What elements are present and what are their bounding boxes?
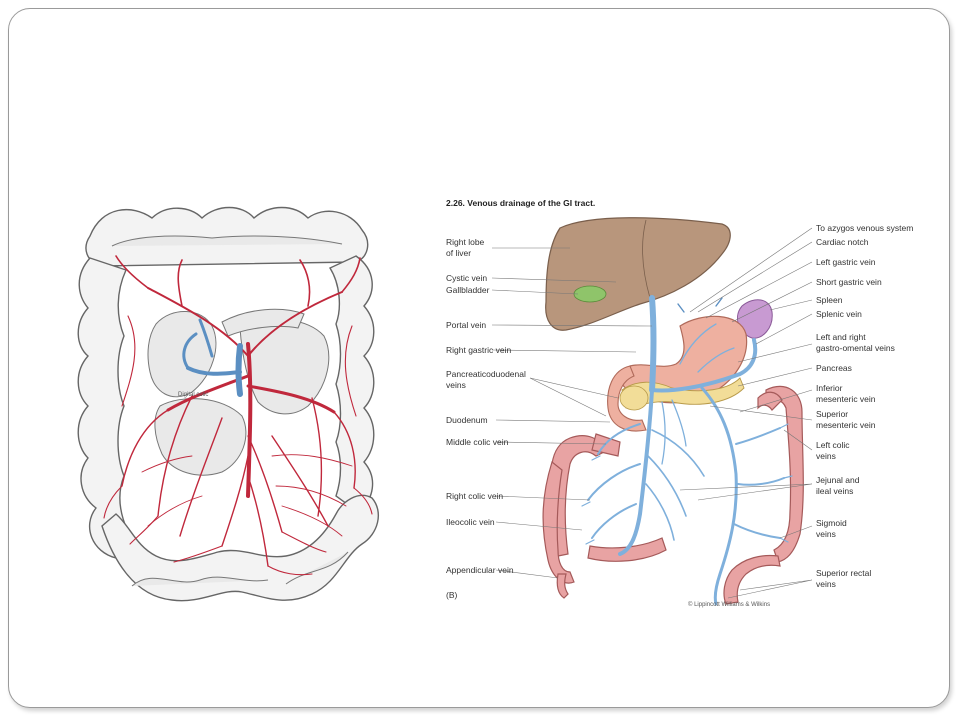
label-superior: Superior [816, 409, 848, 419]
label-spleen: Spleen [816, 295, 843, 305]
label-mesenteric-vein-2: mesenteric vein [816, 420, 876, 430]
label-inferior: Inferior [816, 383, 843, 393]
label-ileal-veins: ileal veins [816, 486, 853, 496]
leader-lines [491, 227, 813, 599]
sigmoid-colon [723, 554, 781, 605]
label-superior-rectal: Superior rectal [816, 568, 871, 578]
label-left-gastric-vein: Left gastric vein [816, 257, 876, 267]
label-cardiac-notch: Cardiac notch [816, 237, 869, 247]
colon-outline [77, 206, 380, 602]
arterial-tree [103, 255, 373, 576]
label-short-gastric-vein: Short gastric vein [816, 277, 882, 287]
label-veins-1: veins [446, 380, 466, 390]
label-cystic-vein: Cystic vein [446, 273, 487, 283]
label-right-lobe: Right lobe [446, 237, 485, 247]
label-veins-4: veins [816, 579, 836, 589]
label-gastro-omental-veins: gastro-omental veins [816, 343, 895, 353]
label-veins-3: veins [816, 529, 836, 539]
label-pancreas: Pancreas [816, 363, 852, 373]
label-right-colic-vein: Right colic vein [446, 491, 503, 501]
label-sigmoid: Sigmoid [816, 518, 847, 528]
label-portal-vein: Portal vein [446, 320, 486, 330]
label-mesenteric-vein-1: mesenteric vein [816, 394, 876, 404]
label-ileocolic-vein: Ileocolic vein [446, 517, 495, 527]
label-left-and-right: Left and right [816, 332, 866, 342]
portal-venous-system [581, 295, 793, 606]
venous-drainage-figure: 2.26. Venous drainage of the GI tract. [446, 198, 913, 608]
right-labels: To azygos venous system Cardiac notch Le… [816, 223, 913, 589]
left-labels: Right lobe of liver Cystic vein Gallblad… [446, 237, 526, 600]
organs [542, 217, 804, 605]
label-splenic-vein: Splenic vein [816, 309, 862, 319]
label-appendicular-vein: Appendicular vein [446, 565, 514, 575]
liver [545, 217, 731, 331]
label-gallbladder: Gallbladder [446, 285, 490, 295]
label-duodenum: Duodenum [446, 415, 488, 425]
label-jejunal-and: Jejunal and [816, 475, 860, 485]
label-right-gastric-vein: Right gastric vein [446, 345, 511, 355]
label-to-azygos: To azygos venous system [816, 223, 913, 233]
duodenum [607, 365, 647, 432]
panel-letter: (B) [446, 590, 458, 600]
mesenteric-artery-illustration: Digital colic [77, 206, 380, 602]
label-pancreaticoduodenal: Pancreaticoduodenal [446, 369, 526, 379]
label-of-liver: of liver [446, 248, 471, 258]
gallbladder [573, 285, 607, 303]
label-veins-2: veins [816, 451, 836, 461]
left-figure-tiny-label: Digital colic [178, 392, 208, 398]
figure-title: 2.26. Venous drainage of the GI tract. [446, 198, 595, 208]
portal-veins [182, 318, 243, 397]
copyright-credit: © Lippincott Williams & Wilkins [688, 601, 770, 608]
label-left-colic: Left colic [816, 440, 850, 450]
label-middle-colic-vein: Middle colic vein [446, 437, 509, 447]
